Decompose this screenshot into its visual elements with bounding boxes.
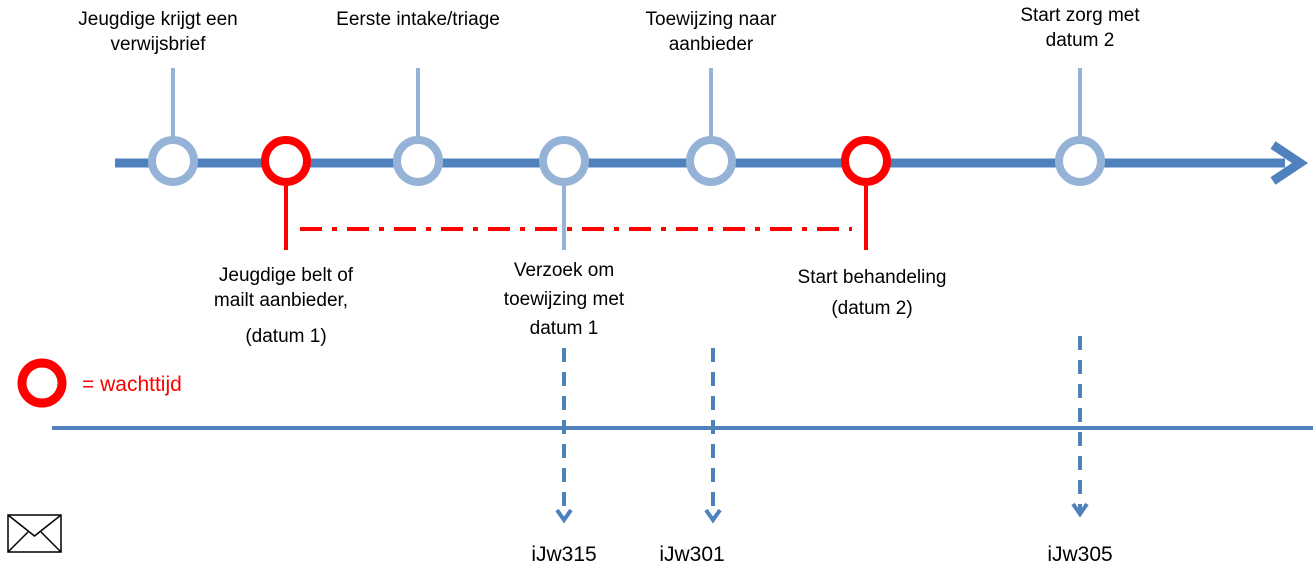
label-start-behandeling-line2: (datum 2) (831, 298, 912, 319)
label-toewijzing-line2: aanbieder (669, 34, 754, 55)
message-code-iJw305: iJw305 (1047, 543, 1112, 566)
label-jeugdige-belt-line1: Jeugdige belt of (219, 265, 354, 286)
label-toewijzing-line1: Toewijzing naar (646, 9, 778, 30)
milestone-jeugdige-belt (261, 136, 311, 186)
label-start-behandeling-line1: Start behandeling (798, 267, 947, 288)
envelope-icon (7, 514, 62, 553)
red-circle-icon (17, 358, 67, 408)
milestone-start-zorg (1055, 136, 1105, 186)
label-verwijsbrief-line2: verwijsbrief (110, 34, 206, 55)
message-arrowhead-iJw305 (1071, 502, 1089, 518)
milestone-start-behandeling (841, 136, 891, 186)
label-verzoek-line2: toewijzing met (504, 289, 625, 310)
milestone-verwijsbrief (148, 136, 198, 186)
label-jeugdige-belt-line2: mailt aanbieder, (214, 290, 348, 311)
timeline-arrowhead (1270, 141, 1309, 185)
milestone-intake (393, 136, 443, 186)
milestone-toewijzing (686, 136, 736, 186)
label-verzoek-line3: datum 1 (530, 318, 599, 339)
milestone-verzoek (539, 136, 589, 186)
message-code-iJw301: iJw301 (659, 543, 724, 566)
label-start-zorg-line1: Start zorg met (1020, 5, 1140, 26)
legend-label: = wachttijd (82, 373, 182, 396)
message-arrowhead-iJw301 (704, 508, 722, 524)
label-jeugdige-belt-line3: (datum 1) (245, 326, 326, 347)
label-start-zorg-line2: datum 2 (1046, 30, 1115, 51)
message-code-iJw315: iJw315 (531, 543, 596, 566)
label-intake: Eerste intake/triage (336, 9, 500, 30)
label-verwijsbrief-line1: Jeugdige krijgt een (78, 9, 238, 30)
message-arrowhead-iJw315 (555, 508, 573, 524)
label-verzoek-line1: Verzoek om (514, 260, 614, 281)
